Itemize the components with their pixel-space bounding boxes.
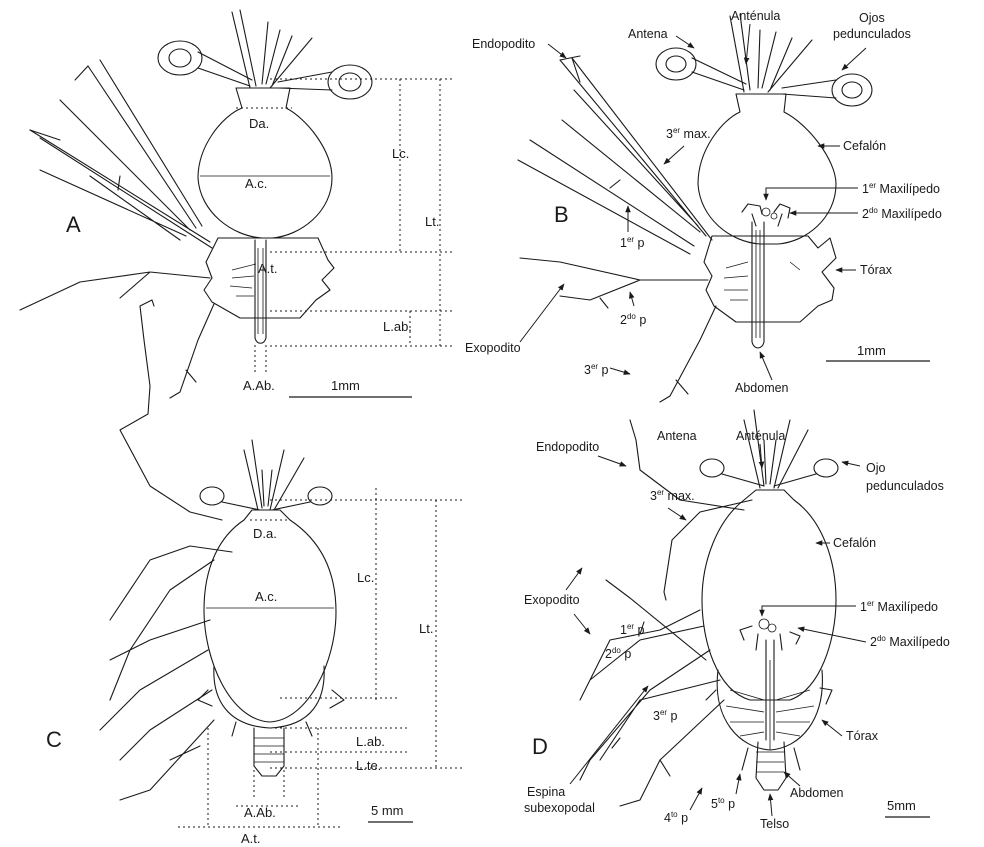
dim-ac-label: A.c. — [245, 176, 267, 191]
panel-a-letter: A — [66, 212, 81, 237]
label-2do-p: 2do p — [605, 646, 631, 661]
dim-aab-label: A.Ab. — [243, 378, 275, 393]
dim-da-label: Da. — [249, 116, 269, 131]
label-ojos-line1: Ojos — [859, 11, 885, 25]
label-espina-line2: subexopodal — [524, 801, 595, 815]
label-torax: Tórax — [860, 263, 893, 277]
dim-ac-label: A.c. — [255, 589, 277, 604]
label-3er-max: 3er max. — [650, 488, 695, 503]
panel-b-letter: B — [554, 202, 569, 227]
panel-a-animal-drawing — [20, 10, 372, 398]
panel-b-animal-drawing — [518, 14, 872, 402]
label-antenula: Anténula — [731, 9, 780, 23]
label-3er-p: 3er p — [584, 362, 609, 377]
label-2do-maxilipedo: 2do Maxilípedo — [870, 634, 950, 649]
label-2do-maxilipedo: 2do Maxilípedo — [862, 206, 942, 221]
label-1er-p: 1er p — [620, 235, 645, 250]
label-5to-p: 5to p — [711, 796, 735, 811]
label-endopodito: Endopodito — [536, 440, 599, 454]
label-ojos-line2: pedunculados — [833, 27, 911, 41]
label-ojo-line1: Ojo — [866, 461, 886, 475]
panel-d: Endopodito Antena Anténula Ojo peduncula… — [524, 410, 950, 831]
dim-lte-label: L.te. — [356, 758, 381, 773]
panel-c-animal-drawing — [100, 300, 344, 800]
label-3er-p: 3er p — [653, 708, 678, 723]
label-antena: Antena — [628, 27, 668, 41]
dim-at-label: A.t. — [258, 261, 278, 276]
panel-c-letter: C — [46, 727, 62, 752]
panel-b: Endopodito Antena Anténula Ojos peduncul… — [465, 9, 942, 402]
panel-c-scale-label: 5 mm — [371, 803, 404, 818]
dim-lc-label: Lc. — [392, 146, 409, 161]
dim-lt-label: Lt. — [419, 621, 433, 636]
label-1er-maxilipedo: 1er Maxilípedo — [862, 181, 940, 196]
label-telso: Telso — [760, 817, 789, 831]
dim-lt-label: Lt. — [425, 214, 439, 229]
label-antenula: Anténula — [736, 429, 785, 443]
label-cefalon: Cefalón — [843, 139, 886, 153]
label-4to-p: 4to p — [664, 810, 688, 825]
label-torax: Tórax — [846, 729, 879, 743]
dim-aab-label: A.Ab. — [244, 805, 276, 820]
panel-a-scale-label: 1mm — [331, 378, 360, 393]
label-espina-line1: Espina — [527, 785, 565, 799]
dim-da-label: D.a. — [253, 526, 277, 541]
label-cefalon: Cefalón — [833, 536, 876, 550]
label-exopodito: Exopodito — [524, 593, 580, 607]
label-abdomen: Abdomen — [790, 786, 844, 800]
label-abdomen: Abdomen — [735, 381, 789, 395]
label-1er-maxilipedo: 1er Maxilípedo — [860, 599, 938, 614]
panel-b-scale-label: 1mm — [857, 343, 886, 358]
dim-lab-label: L.ab. — [383, 319, 412, 334]
panel-a: Da. A.c. A.t. Lc. Lt. L.ab. A.Ab. A 1mm — [20, 10, 455, 398]
label-endopodito: Endopodito — [472, 37, 535, 51]
panel-d-letter: D — [532, 734, 548, 759]
label-exopodito: Exopodito — [465, 341, 521, 355]
label-1er-p: 1er p — [620, 622, 645, 637]
panel-d-scale-label: 5mm — [887, 798, 916, 813]
dim-lc-label: Lc. — [357, 570, 374, 585]
panel-d-animal-drawing — [580, 410, 838, 806]
panel-c-measurement-guides — [178, 488, 462, 827]
label-2do-p: 2do p — [620, 312, 646, 327]
label-ojo-line2: pedunculados — [866, 479, 944, 493]
dim-lab-label: L.ab. — [356, 734, 385, 749]
dim-at-label: A.t. — [241, 831, 261, 846]
label-3er-max: 3er max. — [666, 126, 711, 141]
label-antena: Antena — [657, 429, 697, 443]
